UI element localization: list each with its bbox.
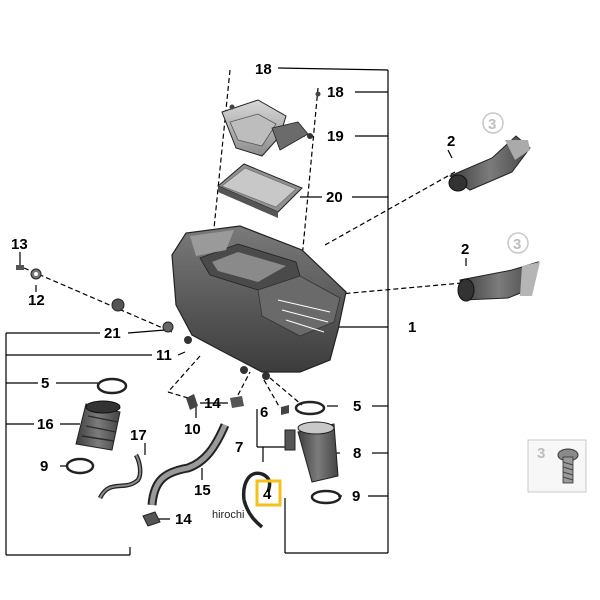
callout-5-left: 5 — [41, 375, 49, 392]
hose-clamps — [65, 377, 342, 505]
callout-13: 13 — [11, 236, 28, 253]
callout-19: 19 — [327, 128, 344, 145]
callout-2-upper: 2 — [447, 133, 455, 150]
callout-12: 12 — [28, 292, 45, 309]
air-box-cover — [221, 91, 321, 157]
small-fasteners — [16, 265, 296, 451]
callout-labels: 18 18 19 20 1 2 2 13 12 21 11 5 5 16 9 9… — [11, 61, 469, 528]
callout-5-right: 5 — [353, 398, 361, 415]
reference-3-box: 3 — [537, 445, 545, 462]
callout-18: 18 — [327, 84, 344, 101]
callout-17: 17 — [130, 427, 147, 444]
watermark: hirochi — [212, 509, 244, 521]
callout-4: 4 — [263, 486, 272, 503]
callout-14-upper: 14 — [204, 395, 221, 412]
intake-pipe-right — [297, 421, 339, 483]
intake-snorkel-upper — [448, 135, 531, 192]
callout-10: 10 — [184, 421, 201, 438]
callout-11: 11 — [156, 347, 172, 364]
callout-7: 7 — [235, 439, 243, 456]
callout-14-lower: 14 — [175, 511, 192, 528]
intake-rubber-boot — [75, 400, 121, 451]
screw-icon — [557, 448, 579, 484]
callout-8: 8 — [353, 445, 361, 462]
breather-hoses — [97, 423, 272, 529]
air-filter-element — [217, 163, 303, 218]
callout-18-top: 18 — [255, 61, 272, 78]
callout-16: 16 — [37, 416, 54, 433]
reference-3-lower: 3 — [513, 236, 521, 253]
highlight-box — [255, 479, 282, 507]
callout-20: 20 — [326, 189, 343, 206]
callout-15: 15 — [194, 482, 211, 499]
callout-1: 1 — [408, 319, 416, 336]
callout-6: 6 — [260, 404, 268, 421]
callout-9-left: 9 — [40, 458, 48, 475]
reference-box: 3 — [527, 439, 587, 493]
callout-4-highlight: 4 — [255, 479, 282, 507]
leader-lines — [5, 67, 467, 556]
callout-2-lower: 2 — [461, 241, 469, 258]
reference-3-upper: 3 — [488, 116, 496, 133]
intake-snorkel-lower — [457, 261, 540, 302]
air-box-housing — [171, 225, 347, 380]
callout-9-right: 9 — [352, 488, 360, 505]
reference-circles: 3 3 — [482, 112, 529, 254]
callout-21: 21 — [104, 325, 121, 342]
